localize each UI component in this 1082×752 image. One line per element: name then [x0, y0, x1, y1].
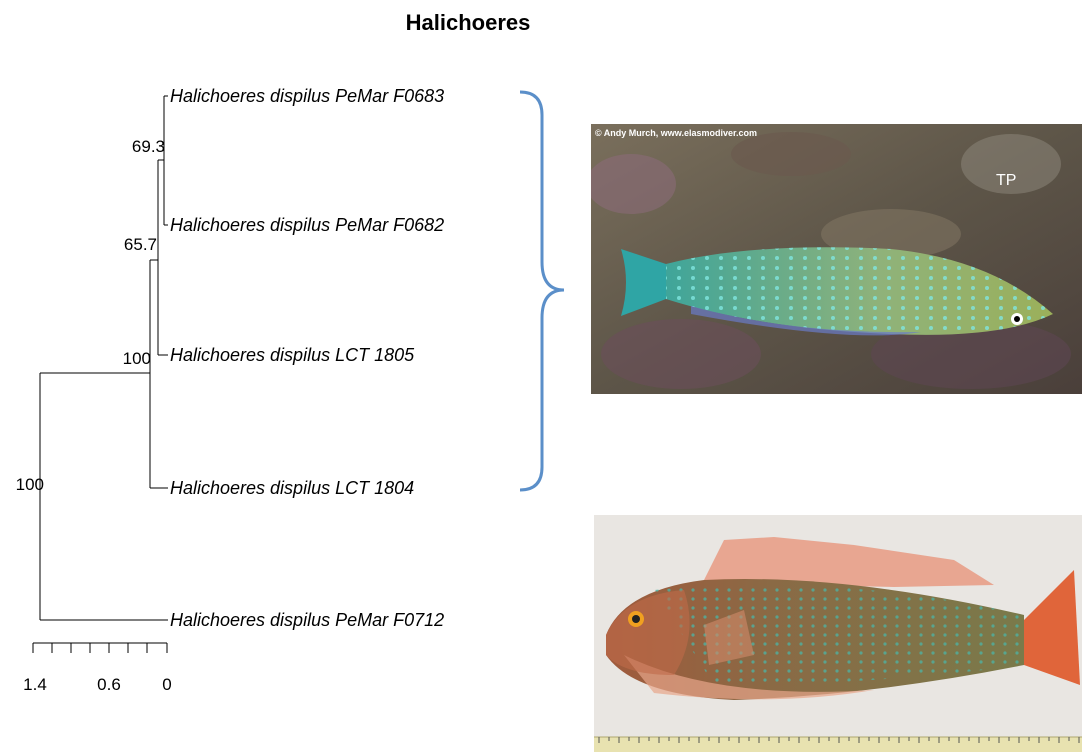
- taxon-label-lct1804: Halichoeres dispilus LCT 1804: [170, 478, 414, 498]
- photo-credit: © Andy Murch, www.elasmodiver.com: [595, 128, 757, 138]
- scale-label-0: 0: [162, 675, 171, 694]
- fish-photo-specimen-image: [594, 515, 1082, 752]
- taxon-label-f0682: Halichoeres dispilus PeMar F0682: [170, 215, 444, 235]
- fish-photo-reef-image: [591, 124, 1082, 394]
- support-value-node-65: 65.7: [124, 235, 157, 254]
- fish-photo-reef: © Andy Murch, www.elasmodiver.com TP: [591, 124, 1082, 394]
- taxon-label-lct1805: Halichoeres dispilus LCT 1805: [170, 345, 415, 365]
- support-value-node-69: 69.3: [132, 137, 165, 156]
- photo-label-tp: TP: [996, 172, 1016, 190]
- scale-bar: [33, 643, 167, 653]
- fish-photo-specimen: [594, 515, 1082, 752]
- clade-bracket: [520, 92, 564, 490]
- taxon-label-f0712: Halichoeres dispilus PeMar F0712: [170, 610, 444, 630]
- scale-label-1.4: 1.4: [23, 675, 47, 694]
- scale-label-0.6: 0.6: [97, 675, 121, 694]
- support-value-node-ingroup: 100: [123, 349, 151, 368]
- support-value-root: 100: [16, 475, 44, 494]
- taxon-label-f0683: Halichoeres dispilus PeMar F0683: [170, 86, 444, 106]
